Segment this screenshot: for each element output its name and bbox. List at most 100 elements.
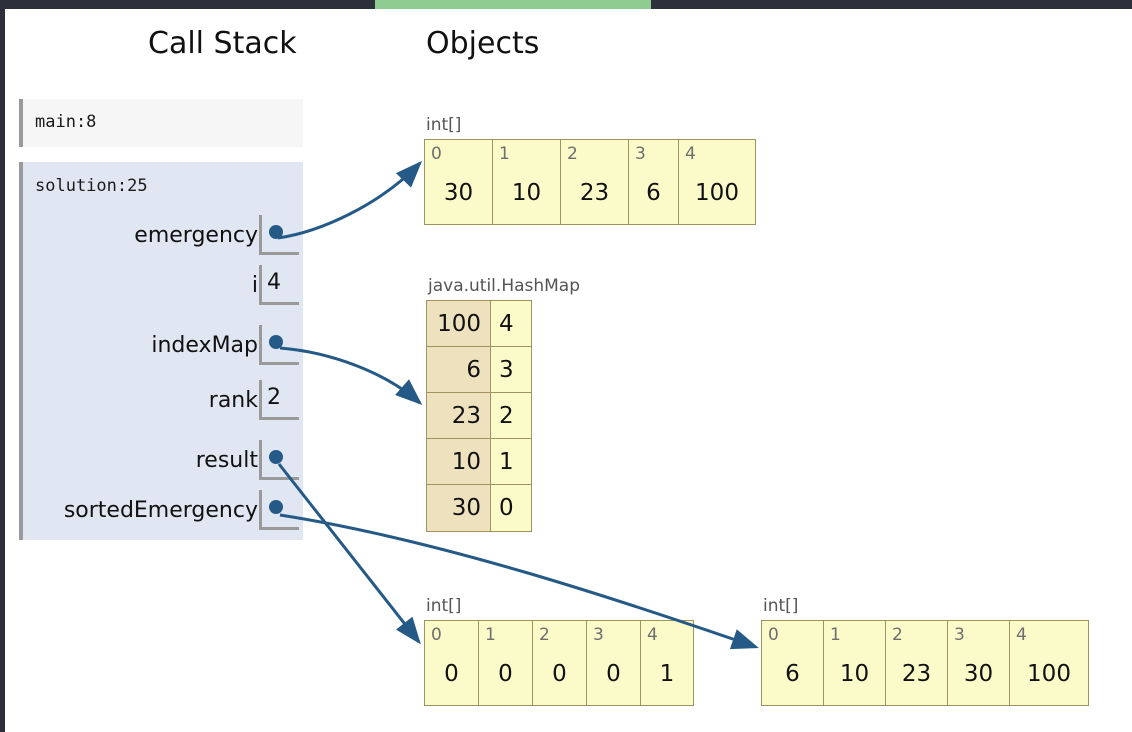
array-cell-index: 4: [1016, 625, 1027, 645]
object-type-label: int[]: [763, 596, 799, 616]
array-cell-value: 23: [901, 661, 932, 687]
variable-name-label: i: [251, 273, 258, 298]
top-progress-strip: [0, 0, 1132, 9]
objects-heading: Objects: [426, 26, 540, 61]
hashmap-value: 0: [491, 485, 531, 531]
variable-row-rank[interactable]: rank 2: [23, 377, 307, 427]
reference-dot-icon: [269, 225, 283, 239]
object-type-label: int[]: [426, 596, 462, 616]
variable-value-box: [259, 490, 299, 530]
array-cell-index: 0: [431, 625, 442, 645]
hashmap-value: 4: [491, 301, 531, 347]
variable-row-sortedemergency[interactable]: sortedEmergency: [23, 487, 307, 537]
array-cell-index: 1: [485, 625, 496, 645]
hashmap-value: 2: [491, 393, 531, 439]
array-cell-index: 1: [499, 144, 510, 164]
array-cell-value: 6: [785, 661, 800, 687]
array-cell-value: 6: [646, 180, 661, 206]
array-cell-index: 0: [431, 144, 442, 164]
array-cell-index: 3: [954, 625, 965, 645]
variable-row-result[interactable]: result: [23, 437, 307, 487]
array-cell-value: 100: [1027, 661, 1071, 687]
array-cell-value: 10: [839, 661, 870, 687]
hashmap-value: 1: [491, 439, 531, 485]
variable-name-label: indexMap: [151, 333, 258, 358]
hashmap-key: 30: [427, 485, 491, 531]
array-cell-value: 0: [498, 661, 513, 687]
variable-value-box: 2: [259, 380, 299, 420]
variable-name-label: result: [195, 448, 258, 473]
array-cell-value: 1: [659, 661, 675, 687]
array-cell-index: 3: [635, 144, 646, 164]
array-cell-value: 23: [579, 180, 610, 206]
variable-name-label: sortedEmergency: [63, 498, 258, 523]
call-stack-heading: Call Stack: [148, 26, 297, 61]
stack-frame-main[interactable]: main:8: [19, 99, 303, 147]
array-cell-value: 0: [606, 661, 621, 687]
variable-row-i[interactable]: i 4: [23, 262, 307, 312]
array-cell: 4 100: [679, 140, 755, 224]
object-type-label: int[]: [426, 115, 462, 135]
variable-row-emergency[interactable]: emergency: [23, 212, 307, 262]
reference-dot-icon: [269, 450, 283, 464]
array-cell-value: 100: [695, 180, 739, 206]
array-cell-index: 2: [567, 144, 578, 164]
variable-row-indexmap[interactable]: indexMap: [23, 322, 307, 372]
array-cell-value: 0: [552, 661, 567, 687]
variable-value-box: [259, 215, 299, 255]
array-cell-value: 0: [444, 661, 459, 687]
array-cell: 1 10: [824, 621, 886, 705]
array-cell-value: 10: [511, 180, 542, 206]
variable-value: 4: [267, 270, 281, 295]
variable-value: 2: [267, 385, 281, 410]
array-cell-value: 30: [443, 180, 474, 206]
hashmap-key: 6: [427, 347, 491, 393]
array-cell-value: 30: [963, 661, 994, 687]
progress-fill: [375, 0, 651, 9]
variable-name-label: rank: [208, 388, 258, 413]
array-cell-index: 0: [768, 625, 779, 645]
array-cell-index: 4: [685, 144, 696, 164]
hashmap-key: 23: [427, 393, 491, 439]
stack-frame-solution[interactable]: solution:25 emergency i 4 indexMap rank …: [19, 162, 303, 540]
hashmap-key: 10: [427, 439, 491, 485]
array-cell-index: 3: [593, 625, 604, 645]
object-type-label: java.util.HashMap: [428, 276, 581, 296]
stack-frame-title: solution:25: [35, 176, 148, 196]
variable-name-label: emergency: [134, 223, 258, 248]
array-cell-index: 1: [830, 625, 841, 645]
array-cell-index: 2: [892, 625, 903, 645]
array-cell: 3 30: [948, 621, 1010, 705]
reference-dot-icon: [269, 335, 283, 349]
array-cell-index: 4: [647, 625, 658, 645]
variable-value-box: [259, 440, 299, 480]
variable-value-box: [259, 325, 299, 365]
hashmap-value: 3: [491, 347, 531, 393]
hashmap-key: 100: [427, 301, 491, 347]
array-cell: 2 23: [886, 621, 948, 705]
reference-dot-icon: [269, 500, 283, 514]
